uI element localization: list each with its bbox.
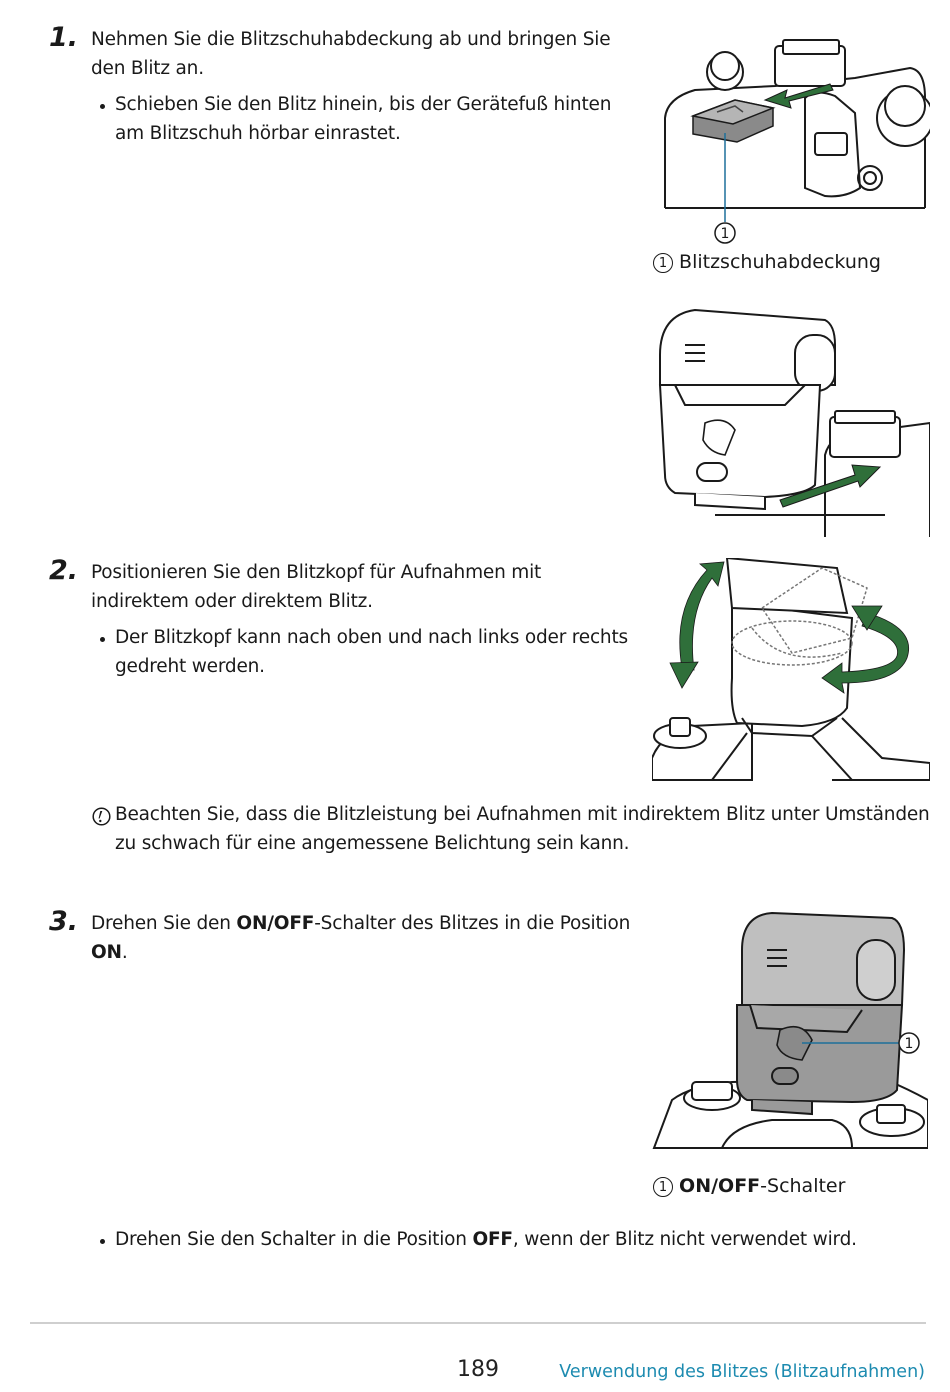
off-label: OFF (472, 1229, 513, 1250)
on-off-label: ON/OFF (236, 913, 315, 934)
step-2-text: Positionieren Sie den Blitzkopf für Aufn… (91, 562, 542, 612)
footer-divider (30, 1322, 926, 1324)
bullet-dot (100, 1239, 105, 1244)
step-3-text: Drehen Sie den ON/OFF-Schalter des Blitz… (91, 913, 631, 963)
step-3-bullet: Drehen Sie den Schalter in die Position … (100, 1225, 920, 1254)
callout-number: 1 (905, 1036, 914, 1052)
caption-rest: -Schalter (760, 1175, 846, 1197)
on-label: ON (91, 942, 122, 963)
caption-bold: ON/OFF (679, 1175, 761, 1197)
step-1-caption: 1 Blitzschuhabdeckung (653, 250, 881, 274)
step-3-caption: 1 ON/OFF-Schalter (653, 1174, 845, 1198)
on-off-switch-illustration: 1 (652, 911, 928, 1149)
step-2-number: 2. (49, 555, 79, 586)
step-2-bullet: Der Blitzkopf kann nach oben und nach li… (100, 623, 630, 681)
caution-note: Beachten Sie, dass die Blitzleistung bei… (92, 800, 932, 858)
bullet-dot (100, 637, 105, 642)
caption-number: 1 (653, 1176, 673, 1197)
flash-mount-illustration (658, 308, 930, 537)
page-number: 189 (457, 1357, 499, 1382)
callout-number: 1 (721, 226, 730, 242)
section-link[interactable]: Verwendung des Blitzes (Blitzaufnahmen) (559, 1362, 925, 1382)
step-1-bullet: Schieben Sie den Blitz hinein, bis der G… (100, 90, 630, 148)
hotshoe-cover-illustration: 1 (664, 39, 930, 244)
step-1-text: Nehmen Sie die Blitzschuhabdeckung ab un… (91, 29, 611, 79)
caption-number: 1 (653, 252, 673, 273)
flash-rotation-illustration (652, 558, 930, 781)
step-2-bullet-text: Der Blitzkopf kann nach oben und nach li… (115, 627, 628, 677)
step-1-number: 1. (49, 22, 79, 53)
step-3-number: 3. (49, 906, 79, 937)
bullet-dot (100, 104, 105, 109)
caption-label: Blitzschuhabdeckung (679, 251, 881, 273)
step-3-bullet-text: Drehen Sie den Schalter in die Position … (115, 1229, 857, 1250)
caution-note-text: Beachten Sie, dass die Blitzleistung bei… (115, 804, 930, 854)
step-1-bullet-text: Schieben Sie den Blitz hinein, bis der G… (115, 94, 612, 144)
caution-icon (92, 806, 111, 826)
